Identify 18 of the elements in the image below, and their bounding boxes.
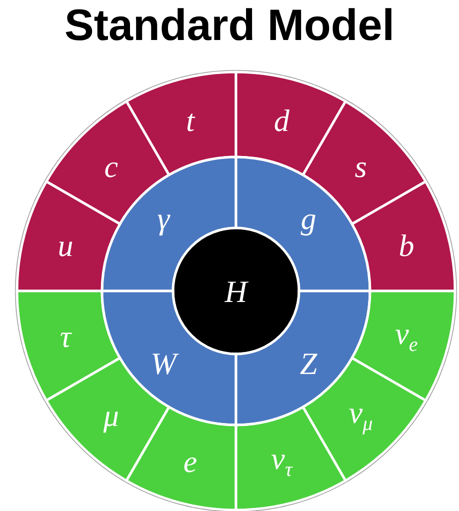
- particle-symbol: μ: [103, 400, 119, 432]
- diagram-title: Standard Model: [63, 0, 396, 52]
- particle-symbol: c: [104, 150, 118, 182]
- particle-symbol: s: [354, 150, 367, 182]
- particle-symbol: t: [186, 105, 195, 136]
- particle-symbol: g: [300, 203, 316, 234]
- particle-symbol: τ: [60, 321, 72, 352]
- particle-symbol: ν$_{τ}$: [271, 442, 292, 480]
- particle-symbol: b: [398, 230, 414, 261]
- particle-symbol: e: [183, 446, 198, 477]
- particle-symbol: ν$_{μ}$: [348, 397, 373, 434]
- particle-symbol: ν$_{e}$: [395, 318, 418, 356]
- particle-symbol: γ: [157, 203, 170, 234]
- particle-symbol: W: [150, 348, 176, 379]
- particle-symbol: d: [274, 105, 290, 136]
- particle-symbol: H: [224, 276, 248, 306]
- particle-symbol: u: [58, 230, 74, 261]
- particle-symbol: Z: [300, 348, 318, 379]
